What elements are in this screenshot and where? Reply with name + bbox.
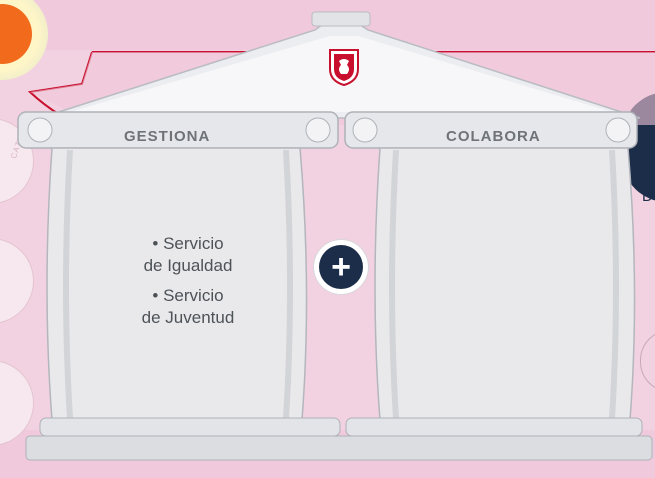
add-plus-button[interactable]: + (319, 245, 363, 289)
right-base (346, 418, 642, 436)
right-column (375, 148, 635, 420)
service-line: • Servicio (103, 285, 273, 307)
right-volute (606, 118, 630, 142)
managed-services-list: • Servicio de Igualdad • Servicio de Juv… (103, 233, 273, 337)
service-item-igualdad: • Servicio de Igualdad (103, 233, 273, 277)
center-left-volute (306, 118, 330, 142)
left-base (40, 418, 340, 436)
center-right-volute (353, 118, 377, 142)
left-volute (28, 118, 52, 142)
service-item-juventud: • Servicio de Juventud (103, 285, 273, 329)
service-line: de Juventud (103, 307, 273, 329)
plus-icon: + (331, 250, 351, 284)
service-line: • Servicio (103, 233, 273, 255)
city-crest-icon (327, 47, 361, 87)
temple-stylobate (26, 436, 652, 460)
gestiona-title: GESTIONA (124, 128, 210, 145)
service-line: de Igualdad (103, 255, 273, 277)
colabora-title: COLABORA (446, 128, 541, 145)
roof-top-block (312, 12, 370, 26)
